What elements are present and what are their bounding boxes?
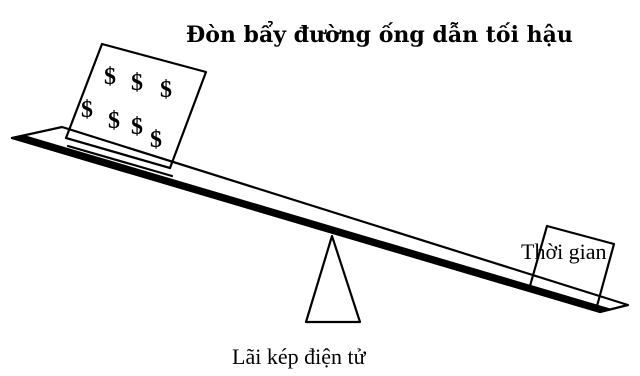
dollar-sign: $ xyxy=(131,114,143,140)
dollar-sign: $ xyxy=(81,97,93,123)
fulcrum-label: Lãi kép điện tử xyxy=(232,344,367,369)
dollar-sign: $ xyxy=(104,64,116,90)
lever-plank xyxy=(12,127,628,312)
dollar-sign: $ xyxy=(150,127,162,153)
dollar-sign: $ xyxy=(108,108,120,134)
dollar-sign: $ xyxy=(131,70,143,96)
diagram-title: Đòn bẩy đường ống dẫn tối hậu xyxy=(186,20,573,48)
time-label: Thời gian xyxy=(521,239,607,264)
fulcrum-triangle xyxy=(306,236,360,322)
dollar-sign: $ xyxy=(160,77,172,103)
